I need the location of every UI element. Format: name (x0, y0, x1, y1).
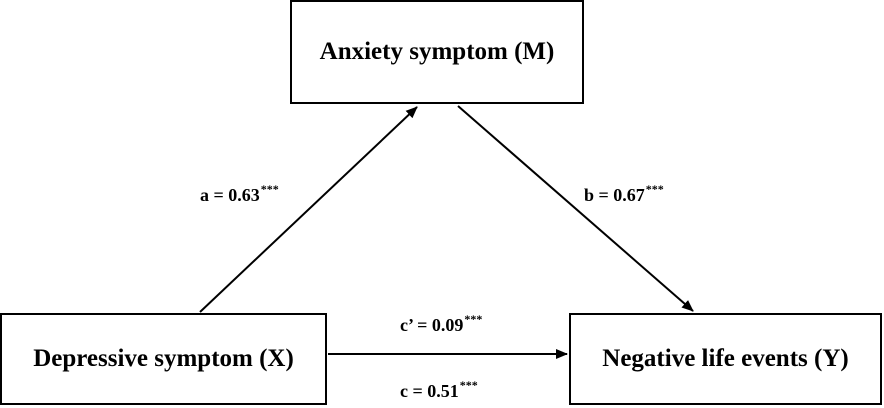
path-c-prime-value: c’ = 0.09 (400, 315, 464, 335)
predictor-box: Depressive symptom (X) (0, 313, 327, 405)
path-a-value: a = 0.63 (200, 185, 260, 205)
mediator-label: Anxiety symptom (M) (319, 38, 555, 65)
path-b-value: b = 0.67 (584, 185, 645, 205)
path-c-prime-coefficient: c’ = 0.09*** (400, 313, 482, 335)
mediator-box: Anxiety symptom (M) (290, 0, 584, 104)
path-c-prime-significance: *** (464, 312, 483, 326)
path-b-arrow (457, 105, 694, 312)
path-c-significance: *** (459, 378, 478, 392)
path-b-coefficient: b = 0.67*** (584, 183, 664, 205)
path-a-arrow (199, 106, 418, 313)
path-a-coefficient: a = 0.63*** (200, 183, 279, 205)
outcome-label: Negative life events (Y) (602, 345, 849, 372)
predictor-label: Depressive symptom (X) (33, 345, 294, 372)
path-b-significance: *** (645, 182, 664, 196)
path-c-value: c = 0.51 (400, 381, 459, 401)
outcome-box: Negative life events (Y) (569, 313, 882, 405)
path-c-coefficient: c = 0.51*** (400, 379, 478, 401)
path-a-significance: *** (260, 182, 279, 196)
